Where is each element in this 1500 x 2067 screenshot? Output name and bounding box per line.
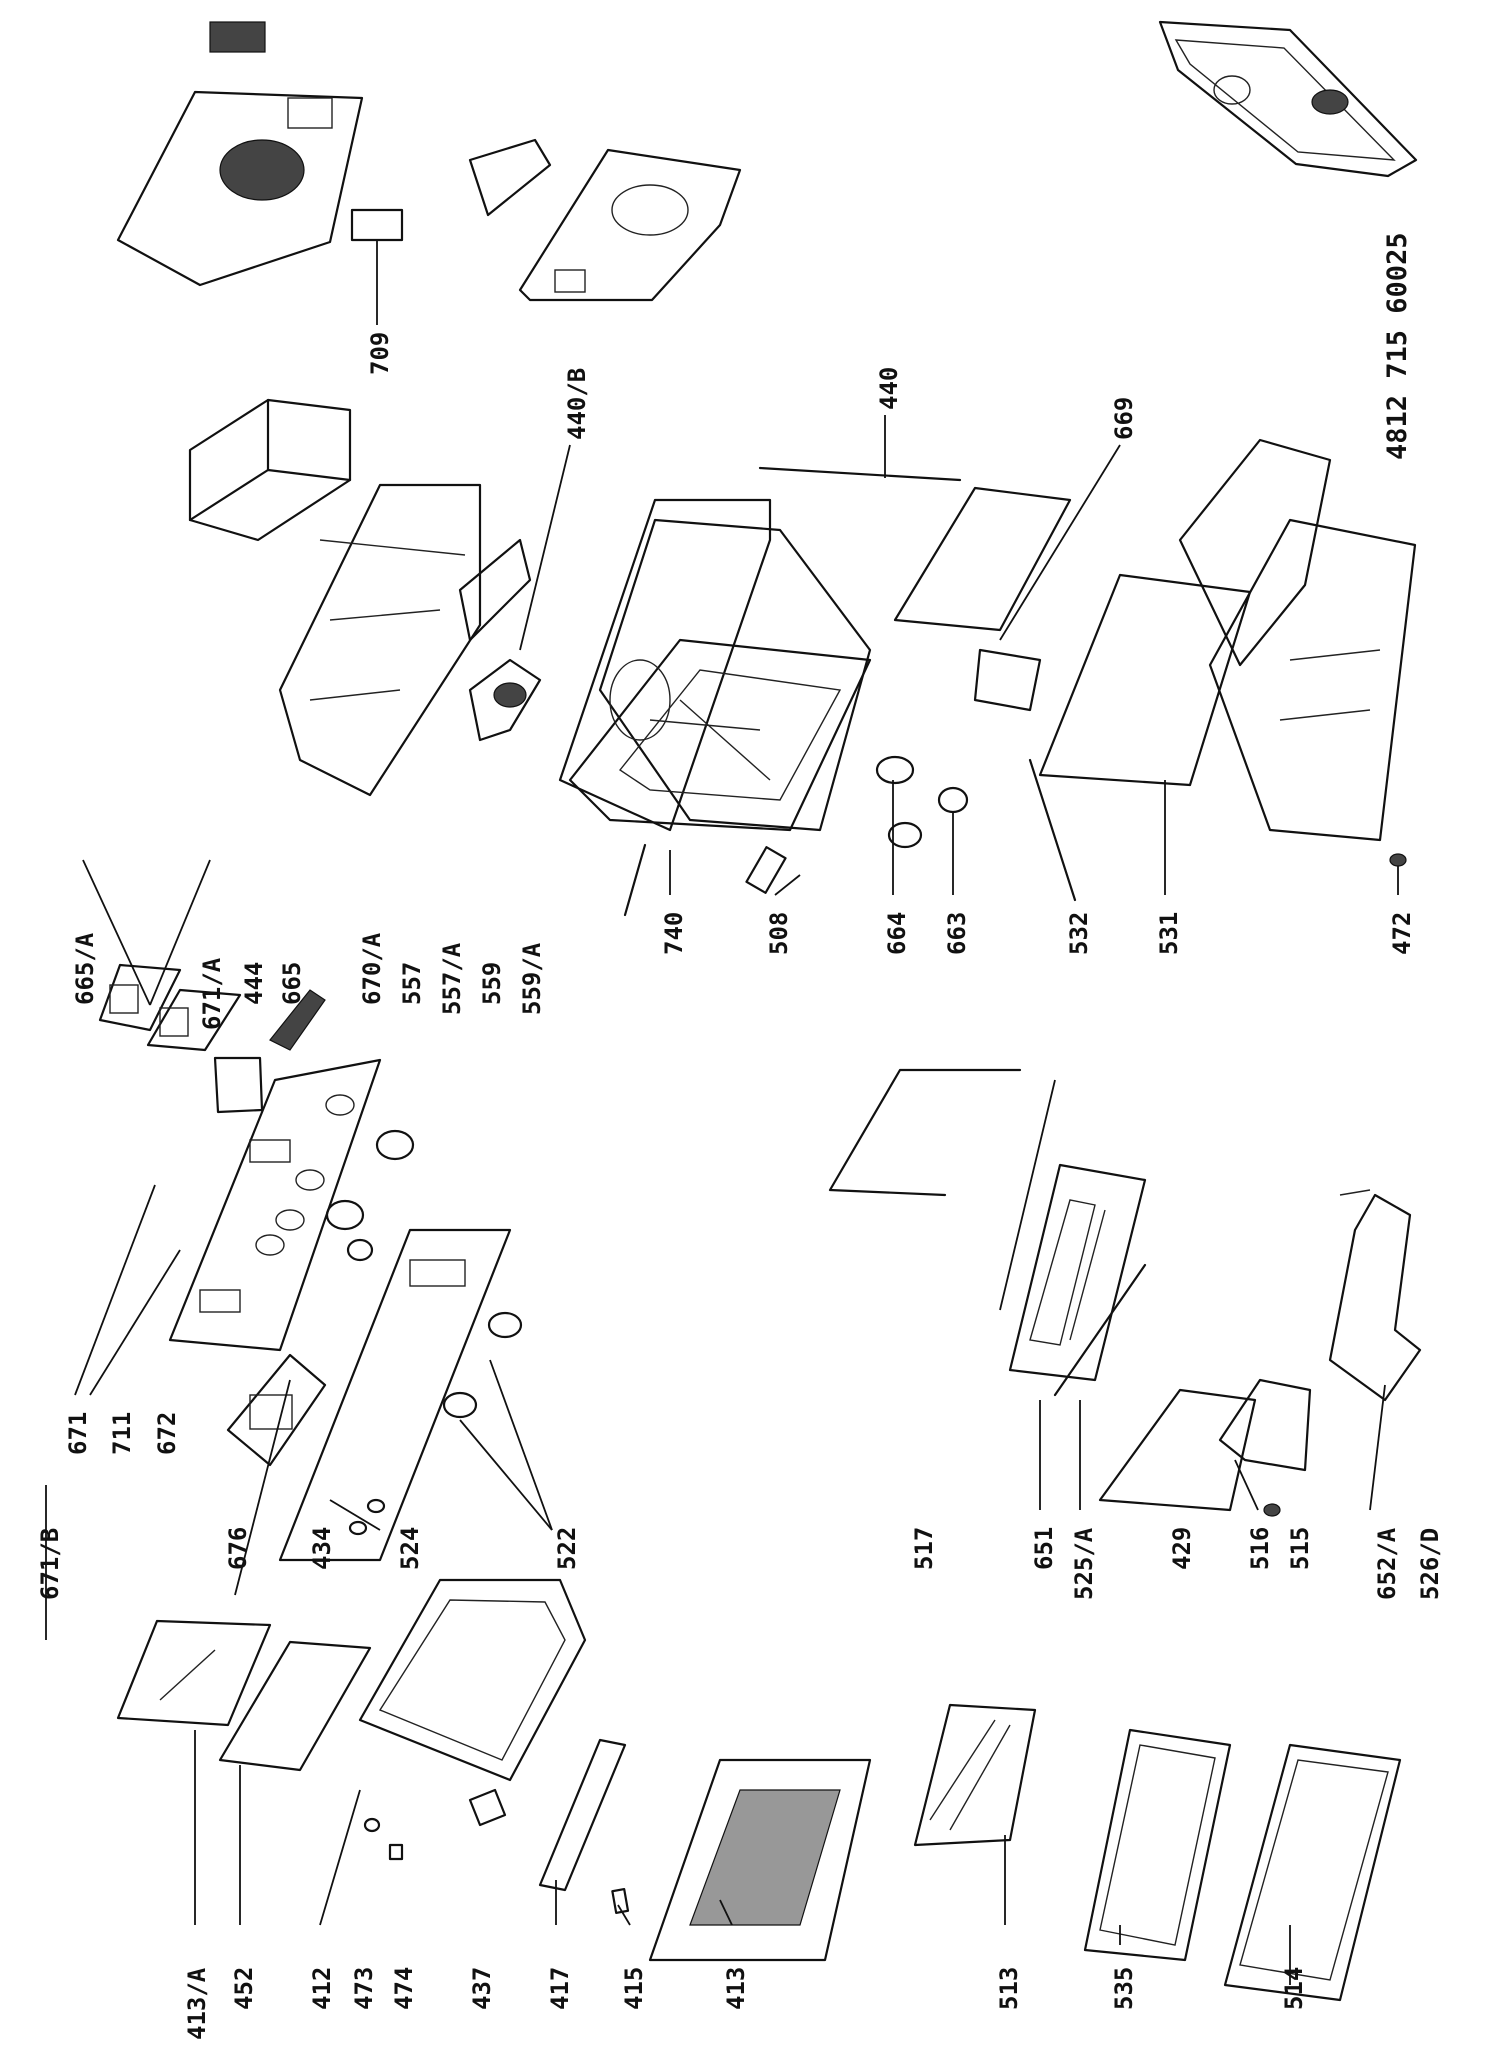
label-671: 671	[64, 1412, 92, 1455]
part-531-gasket	[1038, 573, 1252, 787]
label-557a: 557/A	[438, 942, 466, 1015]
oven-cavity	[558, 498, 872, 832]
part-524-screws	[348, 1498, 386, 1536]
part-440-element-rod	[758, 415, 962, 482]
label-740: 740	[660, 912, 688, 955]
label-525a: 525/A	[1070, 1527, 1098, 1600]
label-664: 664	[883, 912, 911, 955]
label-437: 437	[468, 1967, 496, 2010]
label-557: 557	[398, 962, 426, 1005]
part-452-glass-pane	[218, 1640, 372, 1772]
part-513-wire-shelf	[913, 1703, 1037, 1847]
part-473-screw	[363, 1817, 381, 1833]
label-413: 413	[722, 1967, 750, 2010]
label-711: 711	[108, 1412, 136, 1455]
label-452: 452	[230, 1967, 258, 2010]
label-669: 669	[1110, 397, 1138, 440]
label-709: 709	[366, 332, 394, 375]
label-531: 531	[1155, 912, 1183, 955]
side-panels	[1178, 438, 1417, 842]
label-671b: 671/B	[36, 1528, 64, 1600]
label-434: 434	[308, 1527, 336, 1570]
knob-557	[325, 1129, 415, 1262]
part-508-latch	[745, 846, 787, 894]
label-671a: 671/A	[198, 957, 226, 1030]
part-429-back-plate	[1098, 1388, 1257, 1512]
label-651: 651	[1030, 1527, 1058, 1570]
label-670a: 670/A	[358, 932, 386, 1005]
part-472-washer	[1389, 853, 1407, 867]
part-669-rear-panel	[893, 444, 1121, 641]
label-413a: 413/A	[183, 1967, 211, 2040]
label-440: 440	[875, 367, 903, 410]
label-429: 429	[1168, 1527, 1196, 1570]
control-panel-fascia	[168, 1058, 382, 1352]
part-532-sensor	[973, 648, 1077, 902]
label-517: 517	[910, 1527, 938, 1570]
part-651-grill-element	[1008, 1163, 1147, 1382]
label-522: 522	[553, 1527, 581, 1570]
part-652a-heating-element	[1328, 1189, 1422, 1402]
left-control-bracket	[98, 963, 326, 1114]
label-415: 415	[620, 1967, 648, 2010]
part-663-lamp-bulb	[937, 786, 969, 814]
part-516-fan-assembly	[1218, 1378, 1312, 1517]
part-514-baking-tray	[1223, 1743, 1402, 2002]
part-517-door-seal	[828, 1068, 1022, 1197]
label-514: 514	[1280, 1967, 1308, 2010]
part-413a-glass	[116, 1619, 272, 1727]
control-bracket-assembly	[468, 138, 742, 302]
part-labels: 709 440/B 440 669 4812 715 60025 665/A 6…	[36, 232, 1444, 2040]
label-444: 444	[240, 962, 268, 1005]
part-440b-lamp-holder	[458, 444, 571, 742]
part-474-clip	[388, 1843, 404, 1861]
cabinet-top-cover	[188, 398, 482, 797]
label-652a: 652/A	[1373, 1527, 1401, 1600]
label-665a: 665/A	[71, 932, 99, 1005]
label-524: 524	[396, 1527, 424, 1570]
part-525a-element-rod	[1053, 1263, 1147, 1397]
document-code: 4812 715 60025	[1382, 232, 1413, 460]
label-417: 417	[546, 1967, 574, 2010]
label-412: 412	[308, 1967, 336, 2010]
part-676-switch-block	[226, 1353, 327, 1467]
part-417-handle	[538, 1738, 627, 1892]
part-434-control-panel-base	[278, 1228, 523, 1562]
label-474: 474	[390, 1967, 418, 2010]
part-535-tray	[1083, 1728, 1232, 1962]
label-515: 515	[1286, 1527, 1314, 1570]
part-664-lamp-cover	[875, 755, 923, 849]
label-473: 473	[350, 1967, 378, 2010]
label-672: 672	[153, 1412, 181, 1455]
part-740-pin	[623, 843, 647, 917]
label-535: 535	[1110, 1967, 1138, 2010]
part-709-top-panel	[116, 21, 404, 325]
label-663: 663	[943, 912, 971, 955]
part-412-door-frame	[358, 1578, 587, 1782]
label-440b: 440/B	[563, 368, 591, 440]
label-532: 532	[1065, 912, 1093, 955]
label-665: 665	[278, 962, 306, 1005]
label-559a: 559/A	[518, 942, 546, 1015]
label-559: 559	[478, 962, 506, 1005]
leader-lines	[45, 780, 1399, 1985]
label-508: 508	[765, 912, 793, 955]
label-513: 513	[995, 1967, 1023, 2010]
label-526d: 526/D	[1416, 1528, 1444, 1600]
part-437-hinge	[468, 1788, 507, 1827]
label-676: 676	[224, 1527, 252, 1570]
top-right-frame	[1158, 20, 1418, 178]
label-516: 516	[1246, 1527, 1274, 1570]
label-472: 472	[1388, 912, 1416, 955]
part-413-door-panel	[648, 1758, 872, 1962]
